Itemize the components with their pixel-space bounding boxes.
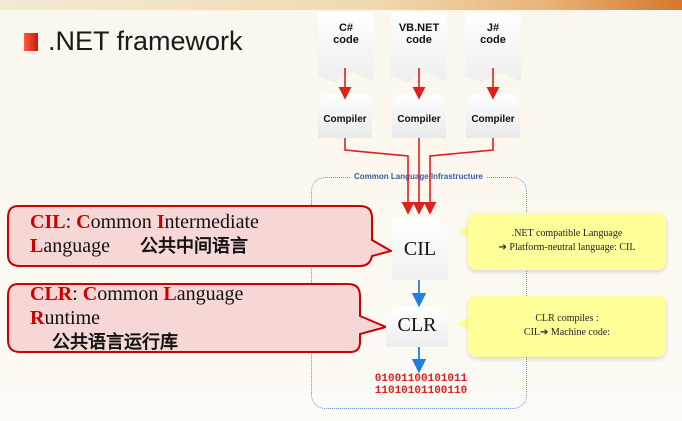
machine-code-binary: 01001100101011 11010101100110	[366, 373, 476, 397]
arrow-compiler-to-cil	[344, 138, 415, 215]
cil-sep: :	[65, 211, 77, 233]
cil-callout-line1: CIL: Common Intermediate	[30, 210, 259, 234]
clr-callout-line2: Runtime	[30, 306, 243, 330]
cil-word1-cap: C	[76, 211, 91, 233]
top-decorative-band	[0, 0, 682, 10]
cil-callout-line2: Language 公共中间语言	[30, 234, 259, 259]
cil-word3-cap: L	[30, 235, 44, 257]
clr-callout-bubble	[7, 283, 390, 353]
source-doc-label: VB.NET	[398, 22, 440, 34]
source-doc-label: C#	[338, 22, 354, 34]
clr-callout-line1: CLR: Common Language	[30, 282, 243, 306]
compiler-box-vbnet: Compiler	[392, 94, 446, 138]
cil-abbr: CIL	[30, 211, 66, 233]
source-doc-csharp: C# code	[318, 12, 374, 82]
clr-word1-rest: ommon	[97, 283, 164, 305]
slide-title: .NET framework	[48, 26, 243, 56]
clr-note-pointer	[456, 318, 468, 330]
cil-word2-cap: I	[156, 211, 165, 233]
cil-word2-rest: ntermediate	[164, 211, 259, 233]
clr-node: CLR	[386, 307, 448, 347]
source-doc-sublabel: code	[406, 34, 432, 46]
cil-callout-bubble	[7, 205, 394, 267]
cil-note-line: .NET compatible Language	[511, 228, 623, 239]
cil-word1-rest: ommon	[90, 211, 157, 233]
clr-word1-cap: C	[82, 283, 98, 305]
clr-note-line: CLR compiles :	[535, 313, 599, 324]
cil-word3-rest: anguage	[43, 235, 110, 257]
compiler-box-csharp: Compiler	[318, 94, 372, 138]
clr-callout-line3: 公共语言运行库	[30, 330, 243, 355]
binary-line: 01001100101011	[374, 373, 468, 385]
clr-abbr: CLR	[30, 283, 73, 305]
cil-note: .NET compatible Language ➔ Platform-neut…	[468, 213, 666, 270]
clr-word3-cap: R	[30, 307, 45, 329]
clr-note-line: CIL➔ Machine code:	[523, 327, 611, 338]
clr-word2-cap: L	[163, 283, 177, 305]
cil-note-pointer	[458, 226, 468, 238]
clr-callout-text: CLR: Common Language Runtime 公共语言运行库	[30, 282, 243, 355]
cil-node: CIL	[392, 218, 448, 280]
clr-chinese-label: 公共语言运行库	[52, 332, 178, 353]
source-doc-sublabel: code	[333, 34, 359, 46]
source-doc-sublabel: code	[480, 34, 506, 46]
arrow-compiler-to-cil	[423, 138, 494, 215]
cil-chinese-label: 公共中间语言	[139, 236, 248, 257]
clr-note: CLR compiles : CIL➔ Machine code:	[468, 296, 666, 357]
clr-word2-rest: anguage	[176, 283, 244, 305]
binary-line: 11010101100110	[374, 385, 468, 397]
clr-sep: :	[72, 283, 83, 305]
clr-word3-rest: untime	[44, 307, 100, 329]
compiler-box-jsharp: Compiler	[466, 94, 520, 138]
source-doc-label: J#	[486, 22, 500, 34]
cil-note-line: ➔ Platform-neutral language: CIL	[498, 242, 636, 253]
cil-callout-text: CIL: Common Intermediate Language 公共中间语言	[30, 210, 259, 259]
title-bullet-icon	[24, 33, 38, 51]
